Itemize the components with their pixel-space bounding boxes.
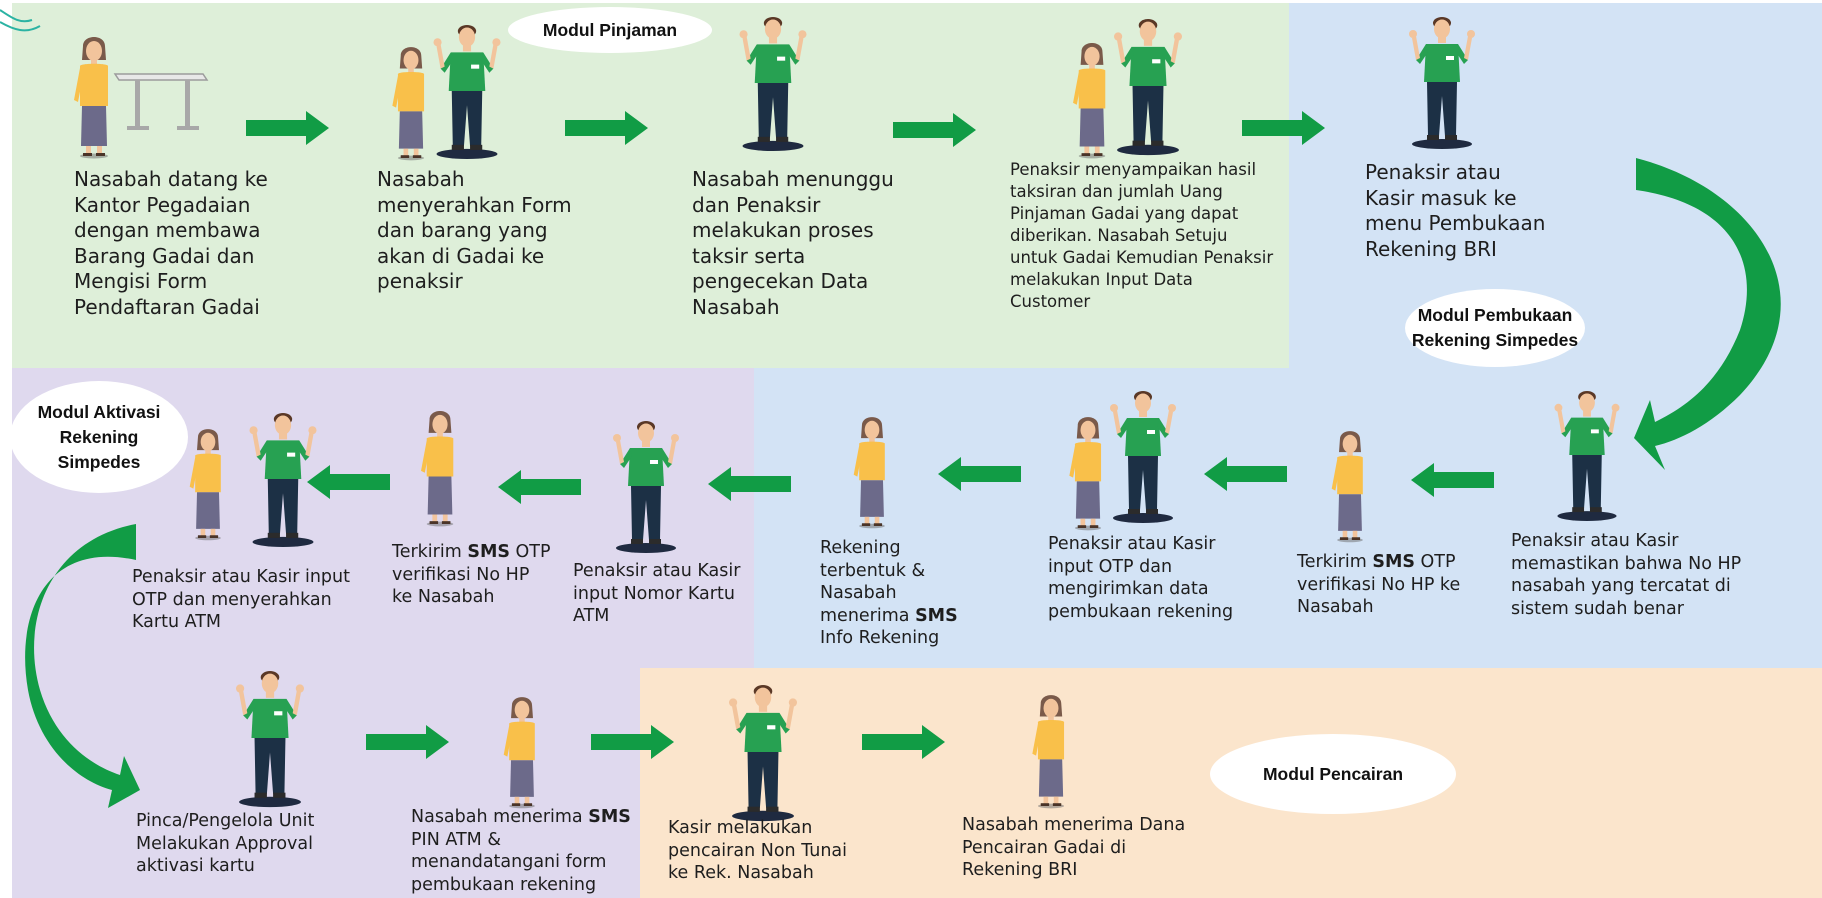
customer-woman-icon xyxy=(1069,417,1102,531)
step-14-post: PIN ATM & menandatangani form pembukaan … xyxy=(411,829,607,895)
step-6-text: Penaksir atau Kasir memastikan bahwa No … xyxy=(1511,531,1742,619)
zone-pinjaman xyxy=(12,3,1289,368)
customer-woman-icon xyxy=(1073,43,1106,159)
step-11-bold: SMS xyxy=(467,542,510,562)
curved-arrow-down-icon xyxy=(25,524,140,808)
step-11-post: OTP verifikasi No HP ke Nasabah xyxy=(392,542,551,607)
module-pinjaman-label: Modul Pinjaman xyxy=(508,7,712,53)
staff-man-icon xyxy=(613,421,679,553)
staff-man-icon xyxy=(249,413,317,548)
right-arrow-icon xyxy=(246,111,329,145)
step-11-pre: Terkirim xyxy=(392,542,468,562)
left-arrow-icon xyxy=(1204,457,1287,491)
staff-man-icon xyxy=(433,25,501,160)
step-9-post: Info Rekening xyxy=(820,628,940,648)
right-arrow-icon xyxy=(591,725,674,759)
curved-arrow-down-icon xyxy=(1634,158,1781,470)
step-9-bold: SMS xyxy=(915,605,958,626)
corner-swirl-icon xyxy=(0,9,33,23)
staff-man-icon xyxy=(1113,19,1183,156)
step-12-text: Penaksir atau Kasir input OTP dan menyer… xyxy=(132,567,350,632)
customer-woman-icon xyxy=(189,429,221,541)
step-14-text: Nasabah menerima SMS PIN ATM & menandata… xyxy=(411,806,636,896)
customer-woman-icon xyxy=(392,47,425,161)
step-1-text: Nasabah datang ke Kantor Pegadaian denga… xyxy=(74,167,268,319)
step-11-text: Terkirim SMS OTP verifikasi No HP ke Nas… xyxy=(392,541,552,609)
customer-woman-icon xyxy=(1331,431,1363,543)
step-13-text: Pinca/Pengelola Unit Melakukan Approval … xyxy=(136,811,315,876)
right-arrow-icon xyxy=(862,725,945,759)
step-10-text: Penaksir atau Kasir input Nomor Kartu AT… xyxy=(573,561,741,626)
right-arrow-icon xyxy=(366,725,449,759)
desk-icon xyxy=(113,73,209,130)
step-2-text: Nasabah menyerahkan Form dan barang yang… xyxy=(377,167,572,293)
customer-woman-icon xyxy=(853,417,885,529)
left-arrow-icon xyxy=(1411,463,1494,497)
right-arrow-icon xyxy=(1242,111,1325,145)
module-pencairan-label: Modul Pencairan xyxy=(1210,734,1456,814)
step-9-text: Rekening terbentuk & Nasabah menerima SM… xyxy=(820,537,970,650)
staff-man-icon xyxy=(1554,390,1620,521)
staff-man-icon xyxy=(739,17,807,152)
left-arrow-icon xyxy=(708,467,791,501)
step-7-text: Terkirim SMS OTP verifikasi No HP ke Nas… xyxy=(1297,551,1462,619)
staff-man-icon xyxy=(1409,17,1475,149)
step-7-pre: Terkirim xyxy=(1297,552,1373,572)
step-16-text: Nasabah menerima Dana Pencairan Gadai di… xyxy=(962,815,1186,880)
customer-woman-icon xyxy=(1032,695,1065,809)
module-aktivasi-label: Modul Aktivasi Rekening Simpedes xyxy=(10,381,188,493)
step-8-text: Penaksir atau Kasir input OTP dan mengir… xyxy=(1048,534,1234,622)
step-5-text: Penaksir atau Kasir masuk ke menu Pembuk… xyxy=(1365,160,1546,261)
left-arrow-icon xyxy=(498,470,581,504)
left-arrow-icon xyxy=(307,465,390,499)
left-arrow-icon xyxy=(938,457,1021,491)
staff-man-icon xyxy=(728,685,798,822)
right-arrow-icon xyxy=(565,111,648,145)
step-14-pre: Nasabah menerima xyxy=(411,807,589,827)
staff-man-icon xyxy=(1110,391,1176,523)
step-4-text: Penaksir menyampaikan hasil taksiran dan… xyxy=(1010,160,1274,311)
module-pembukaan-label: Modul Pembukaan Rekening Simpedes xyxy=(1405,289,1585,367)
corner-swirl-icon xyxy=(0,21,41,32)
step-3-text: Nasabah menunggu dan Penaksir melakukan … xyxy=(692,167,894,319)
customer-woman-icon xyxy=(421,411,454,527)
step-15-text: Kasir melakukan pencairan Non Tunai ke R… xyxy=(668,818,847,883)
step-9-pre: Rekening terbentuk & Nasabah menerima xyxy=(820,538,926,626)
customer-woman-icon xyxy=(74,37,108,159)
step-7-bold: SMS xyxy=(1372,552,1415,572)
step-7-post: OTP verifikasi No HP ke Nasabah xyxy=(1297,552,1461,617)
step-14-bold: SMS xyxy=(588,807,631,827)
customer-woman-icon xyxy=(503,697,535,809)
staff-man-icon xyxy=(235,671,305,808)
right-arrow-icon xyxy=(893,113,976,147)
